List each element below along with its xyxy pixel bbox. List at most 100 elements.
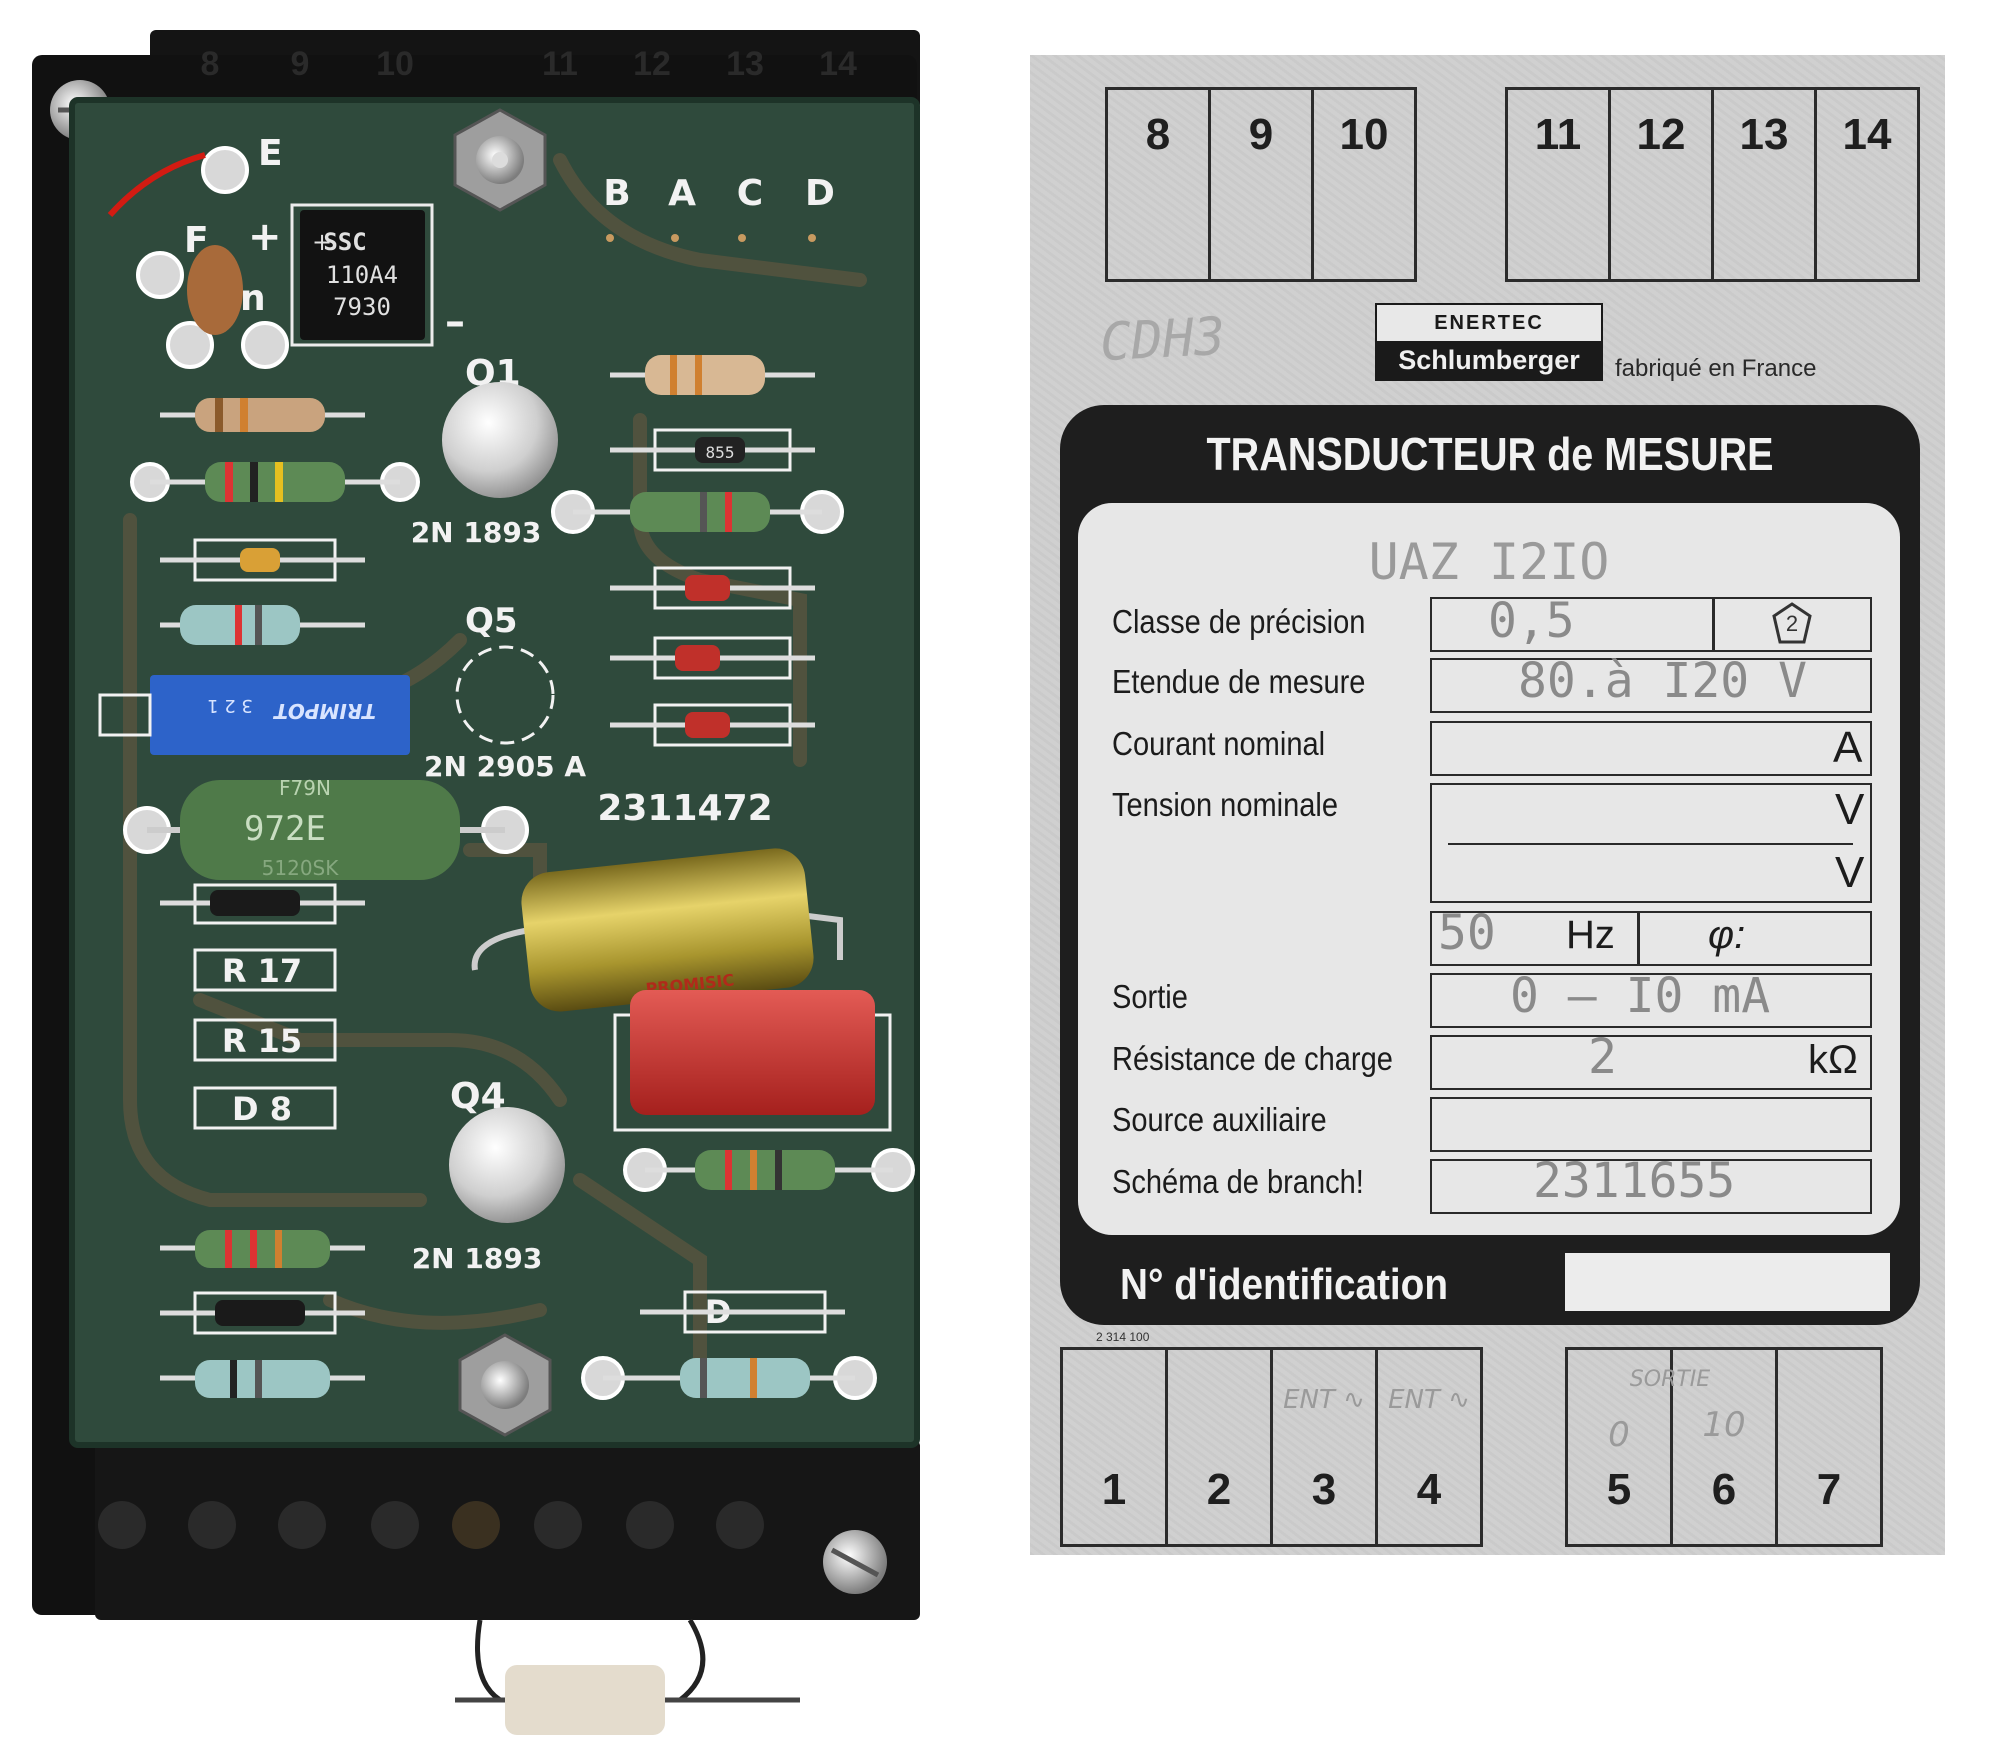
scheme-value: 2311655 <box>1533 1153 1736 1209</box>
electrolytic-capacitor <box>521 848 814 1012</box>
power-resistor-line3: 5120SK <box>262 856 340 880</box>
silk-r15: R 15 <box>222 1022 302 1060</box>
scheme-field <box>1430 1159 1872 1214</box>
frequency-field <box>1430 911 1640 966</box>
mounting-nut-top <box>453 108 547 212</box>
trimpot-brand: TRIMPOT <box>273 699 376 723</box>
current-label: Courant nominal <box>1112 725 1326 762</box>
silk-d8: D 8 <box>232 1090 292 1128</box>
bridge-rectifier: SSC + 110A4 7930 <box>290 203 434 347</box>
pcb-terminal-12: 12 <box>633 45 671 83</box>
handwritten-code: CDH3 <box>1098 306 1227 374</box>
voltage-unit-2: V <box>1835 848 1865 897</box>
label-bottom-cell-3 <box>1270 1347 1378 1547</box>
precision-value: 0,5 <box>1488 593 1575 649</box>
device-label: 8 9 10 11 12 13 14 CDH3 ENERTEC Schlumbe… <box>1030 55 1945 1555</box>
output-value: 0 – I0 mA <box>1510 968 1771 1024</box>
mounting-nut-bottom <box>458 1333 552 1437</box>
silk-d: D <box>805 173 835 214</box>
brand-logo: ENERTEC Schlumberger <box>1375 303 1603 381</box>
silk-plus: + <box>248 214 282 260</box>
label-title: TRANSDUCTEUR de MESURE <box>1206 428 1774 480</box>
frequency-unit: Hz <box>1566 913 1615 957</box>
output-field <box>1430 973 1872 1028</box>
silk-e: E <box>258 133 283 174</box>
label-terminal-11: 11 <box>1534 110 1582 159</box>
range-label: Etendue de mesure <box>1112 663 1366 700</box>
label-terminal-8: 8 <box>1145 110 1171 159</box>
output-label: Sortie <box>1112 978 1188 1015</box>
precision-symbol: 2 <box>1785 611 1799 636</box>
label-terminal-2: 2 <box>1206 1465 1232 1514</box>
transistor-q5-footprint <box>455 645 555 745</box>
left-components: TRIMPOT 3 2 1 F79N 972E 5120SK R 17 R 15… <box>98 398 529 1398</box>
transistor-q4 <box>449 1107 565 1223</box>
load-label: Résistance de charge <box>1112 1040 1393 1077</box>
bottom-terminal-screws <box>98 1501 764 1549</box>
precision-star-icon <box>1768 600 1816 648</box>
silk-a: A <box>668 173 696 214</box>
model-value: UAZ I2IO <box>1368 533 1610 591</box>
label-top-cell-10 <box>1311 87 1417 282</box>
trimpot <box>150 675 410 755</box>
scheme-label: Schéma de branch! <box>1112 1163 1364 1200</box>
silk-n: n <box>240 278 266 319</box>
pcb-terminal-10: 10 <box>376 45 414 83</box>
note-sortie: SORTIE <box>1629 1367 1711 1392</box>
label-terminal-7: 7 <box>1816 1465 1842 1514</box>
id-field <box>1565 1253 1890 1311</box>
frequency-value: 50 <box>1438 905 1496 961</box>
board-number: 2311472 <box>597 788 772 829</box>
brand-top: ENERTEC <box>1434 312 1544 334</box>
pcb-terminal-14: 14 <box>819 45 857 83</box>
label-terminal-6: 6 <box>1711 1465 1737 1514</box>
voltage-label: Tension nominale <box>1112 786 1339 823</box>
silk-q5-part: 2N 2905 A <box>424 750 586 783</box>
silk-c: C <box>737 173 763 214</box>
top-terminal-labels: 8 9 10 11 12 13 14 <box>201 45 857 83</box>
phi-symbol: φ: <box>1708 913 1746 957</box>
r15-footprint: R 15 <box>193 1018 337 1062</box>
range-field <box>1430 658 1872 713</box>
load-value: 2 <box>1588 1029 1617 1085</box>
label-bottom-cell-7 <box>1775 1347 1883 1547</box>
pcb-terminal-13: 13 <box>726 45 764 83</box>
silk-r17: R 17 <box>222 952 302 990</box>
silk-q1-part: 2N 1893 <box>411 516 542 549</box>
voltage-field <box>1430 783 1872 903</box>
voltage-unit-1: V <box>1835 785 1865 834</box>
silk-q4-part: 2N 1893 <box>412 1242 543 1275</box>
label-terminal-10: 10 <box>1339 110 1389 159</box>
note-terminal-3: ENT ∿ <box>1283 1385 1365 1415</box>
transistor-q1 <box>442 382 558 498</box>
label-bottom-cell-2 <box>1165 1347 1273 1547</box>
ceramic-capacitor <box>187 245 243 335</box>
note-terminal-5: 0 <box>1608 1415 1630 1455</box>
svg-text:+: + <box>312 228 332 256</box>
label-top-cell-14 <box>1814 87 1920 282</box>
made-in-text: fabriqué en France <box>1615 355 1817 382</box>
label-terminal-1: 1 <box>1101 1465 1127 1514</box>
phi-field <box>1637 911 1872 966</box>
red-wire <box>107 152 206 217</box>
pcb-terminal-9: 9 <box>291 45 310 83</box>
pcb-terminal-11: 11 <box>542 45 578 83</box>
id-label: N° d'identification <box>1120 1260 1448 1309</box>
pcb-photo: 8 9 10 11 12 13 14 E F + n – <box>32 30 920 1735</box>
precision-field <box>1430 597 1715 652</box>
r17-footprint: R 17 <box>193 948 337 992</box>
specification-panel: TRANSDUCTEUR de MESURE UAZ I2IO Classe d… <box>1060 405 1920 1325</box>
film-capacitor <box>630 990 875 1115</box>
current-unit: A <box>1833 723 1863 772</box>
rectifier-line2: 7930 <box>333 293 391 321</box>
power-resistor-line2: 972E <box>244 809 326 849</box>
note-terminal-6: 10 <box>1702 1405 1746 1445</box>
zener-mark: 855 <box>706 443 735 462</box>
current-field <box>1430 721 1872 776</box>
power-resistor <box>180 780 460 880</box>
label-terminal-12: 12 <box>1636 110 1686 159</box>
label-terminal-13: 13 <box>1739 110 1789 159</box>
range-value: 80.à I20 V <box>1518 653 1807 709</box>
label-terminal-9: 9 <box>1248 110 1274 159</box>
silk-q5: Q5 <box>465 601 518 641</box>
